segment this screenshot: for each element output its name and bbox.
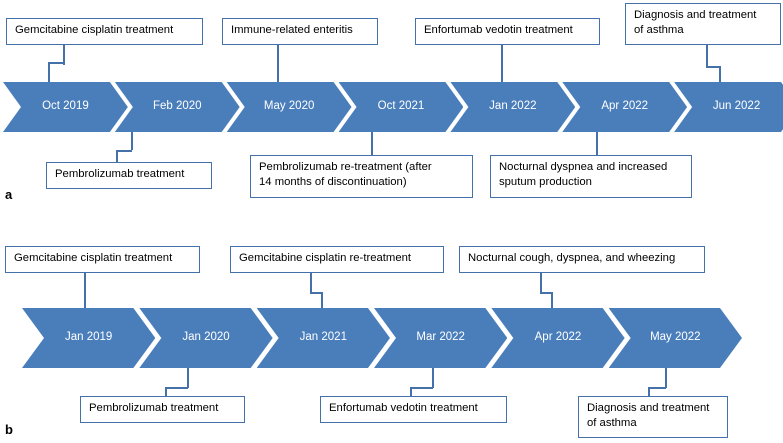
timeline-milestone[interactable]: Apr 2022 [491,308,625,368]
timeline-milestone[interactable]: Jan 2021 [256,308,390,368]
callout-above-a-3: Diagnosis and treatment of asthma [625,3,781,45]
callout-below-a-1: Pembrolizumab re-treatment (after 14 mon… [250,155,473,198]
timeline-milestone[interactable]: Oct 2021 [338,82,464,132]
connector-a-top-0 [63,45,65,63]
connector-a-top-0-elbow [48,62,64,64]
panel-letter-b: b [5,422,13,437]
connector-a-top-0-h [63,63,65,65]
callout-above-b-1: Gemcitabine cisplatin re-treatment [230,246,444,273]
timeline-milestone-label: Jan 2022 [489,100,537,113]
connector-a-top-3-h [706,66,720,68]
timeline-milestone[interactable]: May 2020 [226,82,352,132]
connector-b-bot-2-h [648,387,666,389]
connector-a-top-2 [501,45,503,82]
connector-a-bot-0-h [116,150,132,152]
timeline-milestone-label: Mar 2022 [416,331,465,344]
timeline-milestone[interactable]: Jun 2022 [674,82,783,132]
panel-a: Gemcitabine cisplatin treatment Immune-r… [0,0,783,220]
timeline-milestone-label: Apr 2022 [601,100,649,113]
connector-b-top-1-h [310,292,322,294]
connector-b-top-0 [84,273,86,308]
timeline-milestone[interactable]: Jan 2019 [22,308,156,368]
panel-letter-a: a [5,187,13,202]
connector-b-top-2-h [540,292,552,294]
connector-b-top-2 [540,273,542,293]
timeline-milestone[interactable]: Feb 2020 [114,82,240,132]
connector-b-top-2b [551,292,553,308]
timeline-milestone[interactable]: Apr 2022 [562,82,687,132]
timeline-milestone[interactable]: Mar 2022 [374,308,508,368]
connector-a-top-0b [48,62,50,82]
connector-a-top-3 [706,45,708,67]
connector-a-bot-0 [131,132,133,150]
connector-a-bot-2 [596,132,598,155]
callout-above-a-1: Immune-related enteritis [222,18,378,45]
connector-b-bot-1 [432,368,434,388]
timeline-milestone[interactable]: Oct 2019 [3,82,128,132]
connector-b-bot-1-h [410,387,433,389]
timeline-milestone-label: Feb 2020 [152,100,202,113]
connector-b-bot-0 [187,368,189,388]
callout-above-a-2: Enfortumab vedotin treatment [415,18,600,45]
callout-above-a-0: Gemcitabine cisplatin treatment [6,18,203,45]
connector-b-bot-1b [410,387,412,396]
timeline-a: Oct 2019 Feb 2020 May 2020 Oct 2021 Jan 2022… [3,82,783,132]
timeline-b: Jan 2019 Jan 2020 Jan 2021 Mar 2022 Apr 2022… [22,308,742,368]
connector-a-top-1 [277,45,279,82]
callout-above-b-0: Gemcitabine cisplatin treatment [5,246,200,273]
callout-above-b-2: Nocturnal cough, dyspnea, and wheezing [459,246,705,273]
connector-b-bot-2 [665,368,667,388]
callout-below-a-0: Pembrolizumab treatment [46,162,212,189]
timeline-milestone-label: May 2022 [650,331,701,344]
timeline-milestone-label: Jan 2020 [182,331,230,344]
timeline-milestone-label: Jun 2022 [712,100,761,113]
timeline-milestone-label: May 2020 [263,100,315,113]
timeline-milestone-label: Oct 2019 [42,100,89,113]
connector-a-top-3b [719,66,721,82]
timeline-milestone-label: Jan 2019 [65,331,113,344]
connector-b-top-1 [310,273,312,293]
connector-b-bot-2b [648,387,650,396]
callout-below-b-2: Diagnosis and treatment of asthma [578,396,728,438]
timeline-milestone[interactable]: May 2022 [608,308,742,368]
timeline-milestone[interactable]: Jan 2022 [450,82,576,132]
panel-b: Gemcitabine cisplatin treatment Gemcitab… [0,220,783,443]
timeline-milestone-label: Apr 2022 [534,331,582,344]
timeline-milestone-label: Oct 2021 [377,100,425,113]
callout-below-b-1: Enfortumab vedotin treatment [320,396,507,423]
callout-below-b-0: Pembrolizumab treatment [80,396,245,423]
connector-b-bot-0b [165,387,167,396]
callout-below-a-2: Nocturnal dyspnea and increased sputum p… [490,155,692,198]
timeline-milestone-label: Jan 2021 [299,331,347,344]
connector-a-bot-0b [116,150,118,162]
connector-b-bot-0-h [165,387,188,389]
connector-b-top-1b [321,292,323,308]
connector-a-bot-1 [371,132,373,155]
timeline-milestone[interactable]: Jan 2020 [139,308,273,368]
